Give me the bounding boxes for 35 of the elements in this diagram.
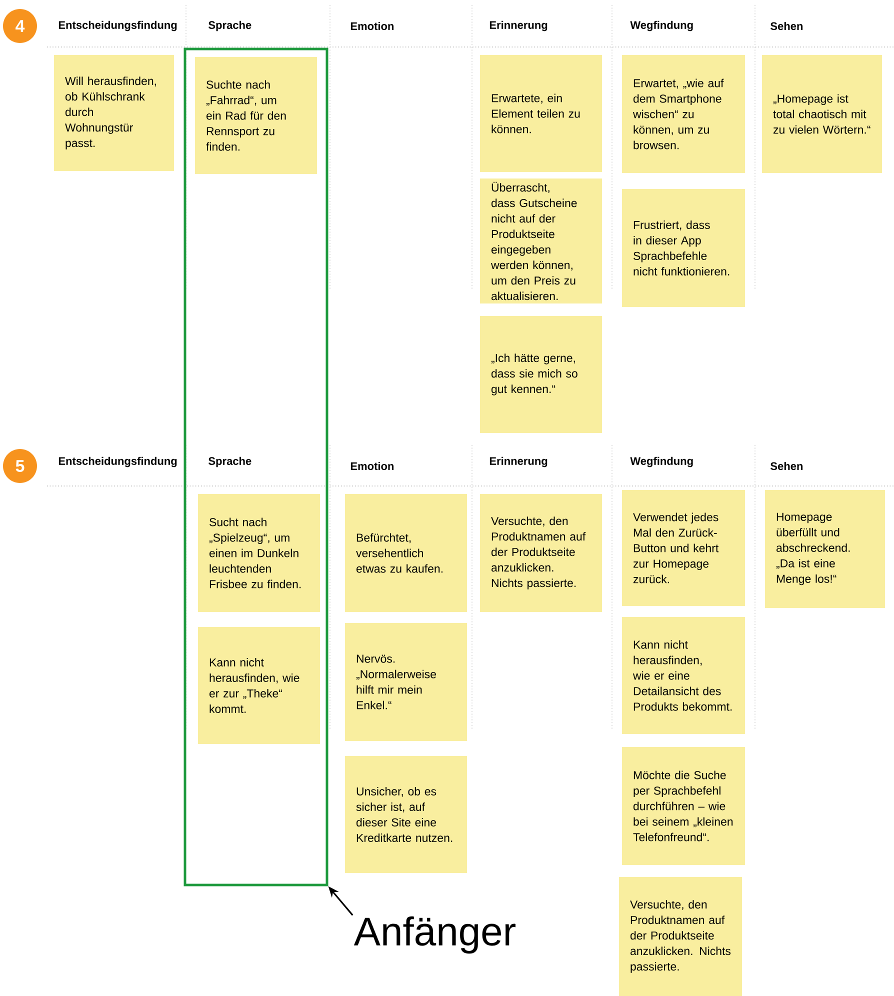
sticky-note: Will herausfinden, ob Kühlschrank durch Wohnungstür passt.: [54, 55, 174, 171]
sticky-note: Suchte nach „Fahrrad“, um ein Rad für den Rennsport zu finden.: [195, 57, 317, 174]
sticky-note: Sucht nach „Spielzeug“, um einen im Dunkeln leuchtenden Frisbee zu finden.: [198, 494, 320, 612]
number-badge: 4: [3, 9, 37, 43]
column-header: Emotion: [350, 22, 394, 30]
number-badge: 5: [3, 449, 37, 483]
column-header: Sehen: [770, 22, 803, 30]
sticky-note: Möchte die Suche per Sprachbefehl durchführen – wie bei seinem „kleinen Telefonfreund“.: [622, 747, 745, 865]
sticky-note: Kann nicht herausfinden, wie er zur „Theke“ kommt.: [198, 627, 320, 744]
sticky-note: „Ich hätte gerne, dass sie mich so gut kennen.“: [480, 316, 602, 433]
annotation-text: Anfänger: [354, 916, 516, 954]
column-header: Emotion: [350, 462, 394, 470]
frame-box: [184, 48, 328, 886]
sticky-note: Befürchtet, versehentlich etwas zu kaufen.: [345, 494, 467, 612]
column-header: Wegfindung: [630, 456, 693, 468]
sticky-note: „Homepage ist total chaotisch mit zu vielen Wörtern.“: [762, 55, 882, 173]
sticky-note: Frustriert, dass in dieser App Sprachbefehle nicht funktionieren.: [622, 189, 745, 307]
sticky-note: Überrascht, dass Gutscheine nicht auf der Produktseite eingegeben werden können, um den Preis zu aktualisieren.: [480, 178, 602, 304]
sticky-note: Versuchte, den Produktnamen auf der Produktseite anzuklicken. Nichts passierte.: [619, 877, 742, 996]
column-header: Entscheidungsfindung: [58, 456, 177, 468]
sticky-note: Versuchte, den Produktnamen auf der Produktseite anzuklicken. Nichts passierte.: [480, 494, 602, 612]
sticky-note: Verwendet jedes Mal den Zurück-Button und kehrt zur Homepage zurück.: [622, 490, 745, 606]
sticky-note: Erwartet, „wie auf dem Smartphone wischen“ zu können, um zu browsen.: [622, 55, 745, 173]
sticky-note: Nervös. „Normalerweise hilft mir mein Enkel.“: [345, 623, 467, 741]
column-header: Sprache: [208, 20, 252, 32]
sticky-note: Homepage überfüllt und abschreckend. „Da ist eine Menge los!“: [765, 490, 885, 608]
sticky-note: Unsicher, ob es sicher ist, auf dieser Site eine Kreditkarte nutzen.: [345, 756, 467, 873]
column-header: Erinnerung: [490, 20, 548, 32]
column-header: Sehen: [770, 462, 803, 470]
column-header: Entscheidungsfindung: [58, 20, 177, 32]
column-header: Erinnerung: [490, 456, 548, 468]
sticky-note: Kann nicht herausfinden, wie er eine Detailansicht des Produkts bekommt.: [622, 617, 745, 734]
column-header: Sprache: [208, 456, 252, 468]
sticky-note: Erwartete, ein Element teilen zu können.: [480, 55, 602, 172]
column-header: Wegfindung: [630, 20, 693, 32]
